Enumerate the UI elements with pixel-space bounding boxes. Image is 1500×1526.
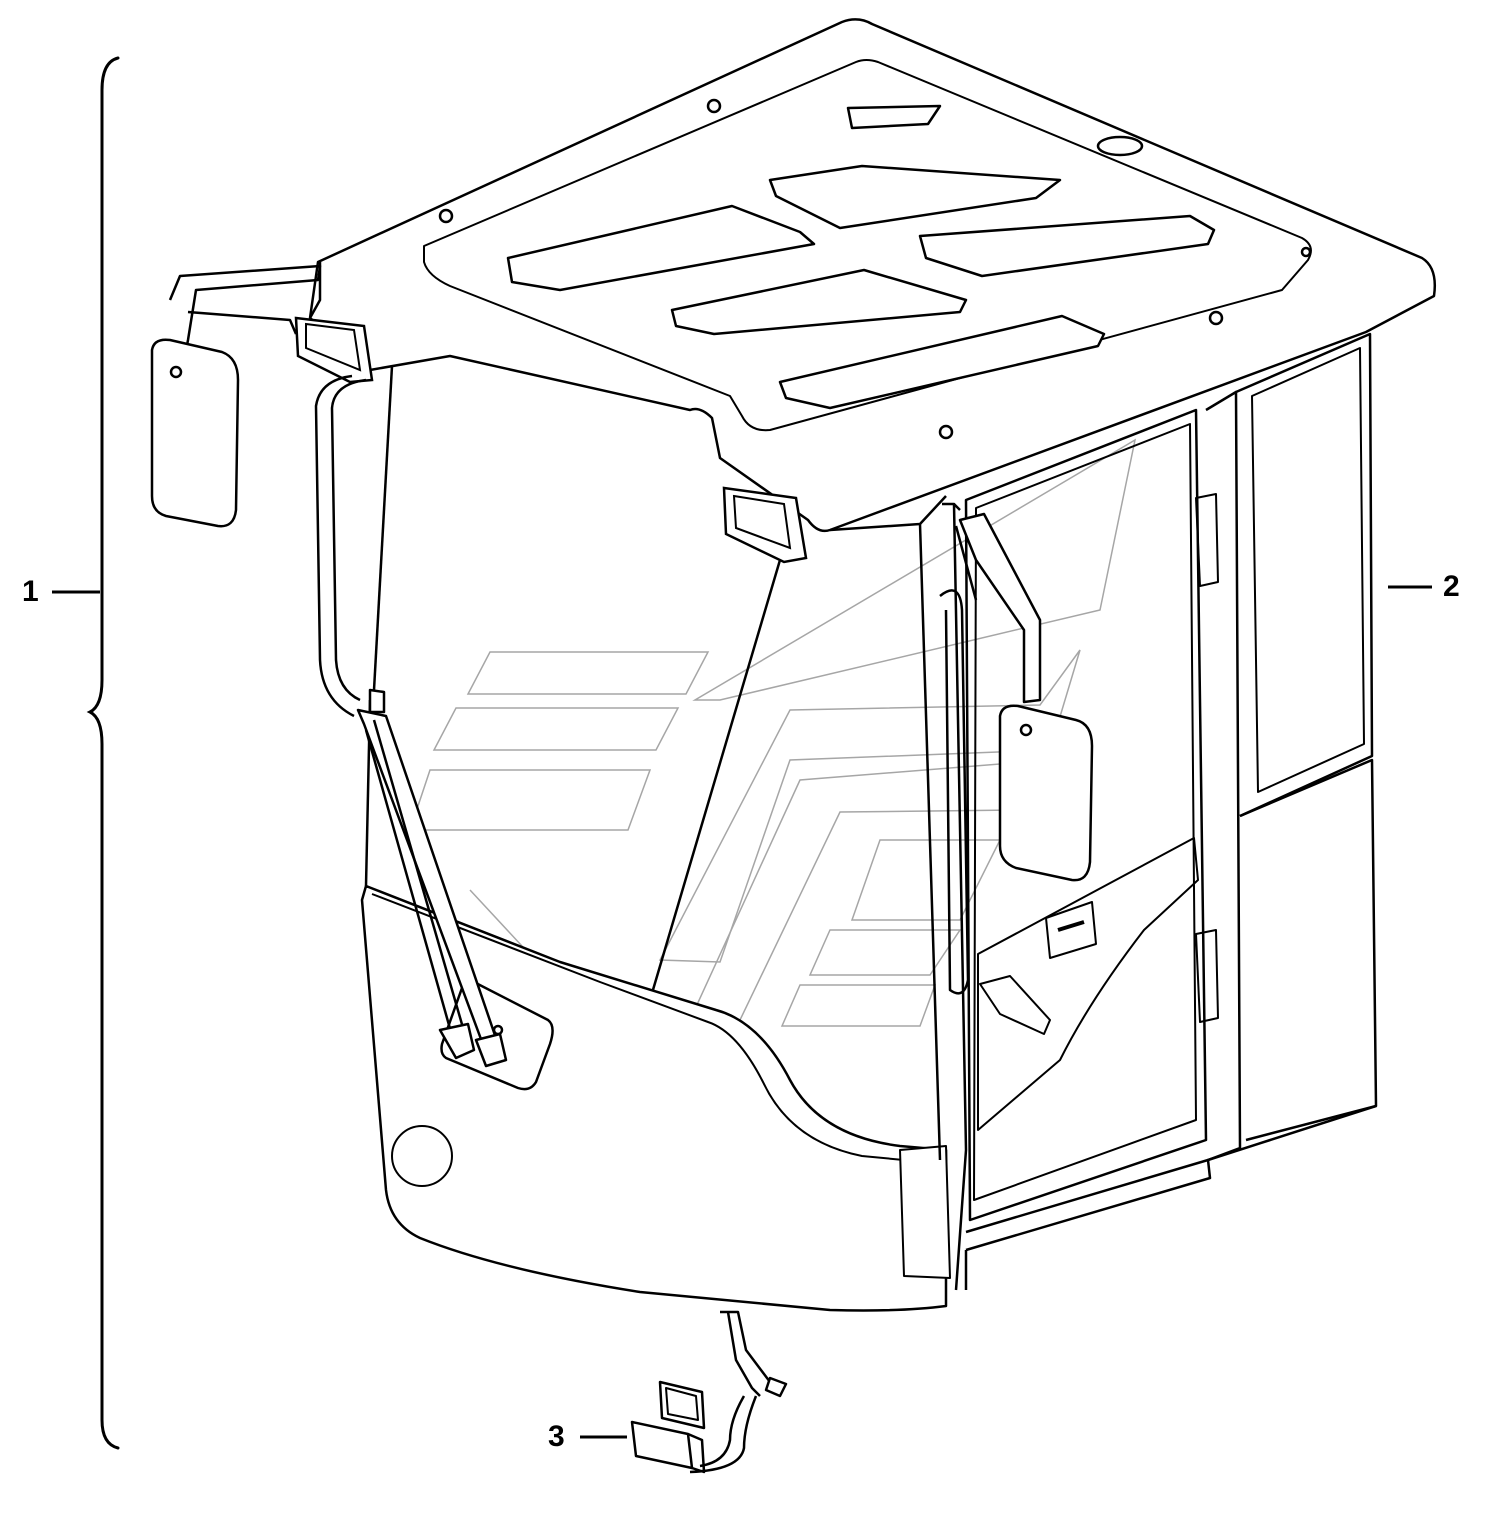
work-light-right — [722, 486, 808, 564]
left-mirror — [150, 264, 322, 528]
work-light-left — [294, 316, 374, 384]
wiring-harness — [630, 1310, 788, 1474]
right-mirror — [954, 512, 1094, 882]
brace-1 — [86, 56, 120, 1450]
cab-side — [918, 332, 1378, 1291]
leader-lines — [52, 585, 1432, 1439]
wiper — [356, 688, 508, 1068]
callout-label-1: 1 — [22, 575, 39, 608]
callout-label-2: 2 — [1443, 570, 1460, 603]
cab-roof — [308, 18, 1436, 533]
callout-label-3: 3 — [548, 1420, 565, 1453]
left-handrail — [314, 374, 367, 718]
